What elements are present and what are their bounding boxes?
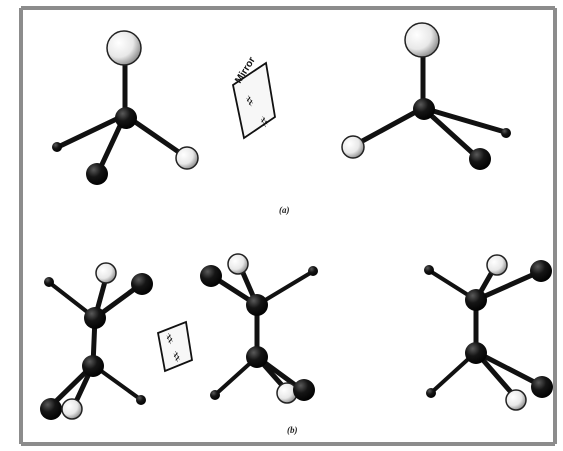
figure-frame [19, 6, 557, 446]
part-a-label: (a) [279, 205, 290, 215]
carbon-atom [246, 294, 268, 316]
mirror-b: ♯ ♯ [156, 320, 194, 373]
black-atom [131, 273, 153, 295]
white-atom [404, 22, 440, 58]
mirror-a: Mirror ♯ ♯ [231, 55, 276, 140]
black-atom [40, 398, 62, 420]
molecule-a-right [341, 22, 511, 170]
central-carbon-atom [115, 107, 137, 129]
black-atom-small [501, 128, 511, 138]
black-atom-small [426, 388, 436, 398]
black-atom [293, 379, 315, 401]
white-atom [106, 30, 142, 66]
carbon-atom [82, 355, 104, 377]
black-atom-small [52, 142, 62, 152]
white-atom [227, 253, 249, 275]
black-atom [531, 376, 553, 398]
part-b-label: (b) [287, 425, 298, 435]
molecule-a-left [52, 30, 199, 185]
white-atom-small [175, 146, 199, 170]
black-atom-small [424, 265, 434, 275]
white-atom [486, 254, 508, 276]
carbon-atom [84, 307, 106, 329]
black-atom-small [136, 395, 146, 405]
black-atom-small [44, 277, 54, 287]
black-atom [200, 265, 222, 287]
black-atom [469, 148, 491, 170]
molecule-b-left [40, 262, 153, 420]
white-atom-small [341, 135, 365, 159]
molecule-b-right [424, 254, 553, 411]
carbon-atom [246, 346, 268, 368]
black-atom [530, 260, 552, 282]
molecule-b-middle [200, 253, 318, 404]
black-atom-small [308, 266, 318, 276]
black-atom [86, 163, 108, 185]
carbon-atom [465, 342, 487, 364]
carbon-atom [465, 289, 487, 311]
white-atom [505, 389, 527, 411]
central-carbon-atom [413, 98, 435, 120]
white-atom [95, 262, 117, 284]
black-atom-small [210, 390, 220, 400]
white-atom [61, 398, 83, 420]
